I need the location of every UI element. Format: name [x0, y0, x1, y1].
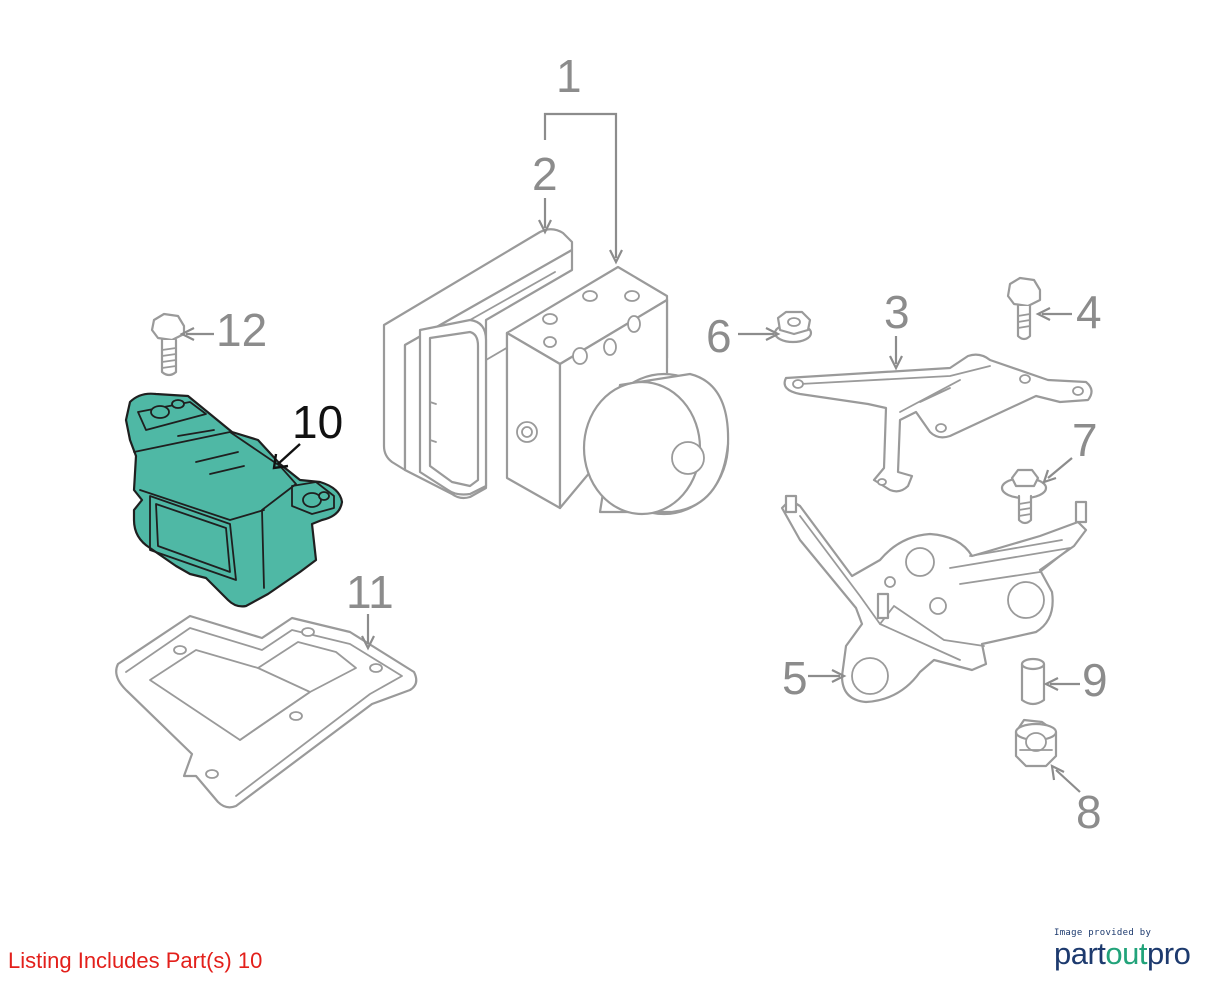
- part-11-mounting-plate: [115, 614, 418, 809]
- partoutpro-logo: partoutpro: [1054, 936, 1214, 972]
- callout-9: 9: [1082, 654, 1108, 706]
- callout-4: 4: [1076, 286, 1102, 338]
- part-3-upper-bracket: [783, 353, 1093, 493]
- callout-8: 8: [1076, 786, 1102, 838]
- part-5-lower-bracket: [780, 494, 1088, 704]
- callout-12: 12: [216, 304, 267, 356]
- part-9-pin: [1020, 657, 1046, 706]
- callout-10: 10: [292, 396, 343, 448]
- part-4-bolt: [1006, 276, 1042, 341]
- callout-2: 2: [532, 148, 558, 200]
- listing-includes-note: Listing Includes Part(s) 10: [8, 948, 263, 973]
- brand-pro-text: pro: [1147, 936, 1191, 971]
- callout-1: 1: [556, 50, 582, 102]
- credit-caption: Image provided by: [1054, 928, 1152, 938]
- part-8-grommet: [1014, 718, 1058, 768]
- callout-11: 11: [346, 566, 394, 618]
- callout-3: 3: [884, 286, 910, 338]
- image-credit: Image provided by partoutpro: [1054, 928, 1214, 972]
- brand-out-text: out: [1105, 936, 1148, 971]
- part-7-flange-bolt: [1000, 468, 1048, 525]
- callout-7: 7: [1072, 414, 1098, 466]
- callout-6: 6: [706, 310, 732, 362]
- brand-part-text: part: [1054, 936, 1106, 971]
- part-6-nut: [773, 310, 813, 344]
- part-10-control-module: [124, 392, 344, 608]
- callout-5: 5: [782, 652, 808, 704]
- part-12-bolt: [150, 312, 186, 377]
- part-1-abs-hydraulic-unit: [382, 228, 730, 516]
